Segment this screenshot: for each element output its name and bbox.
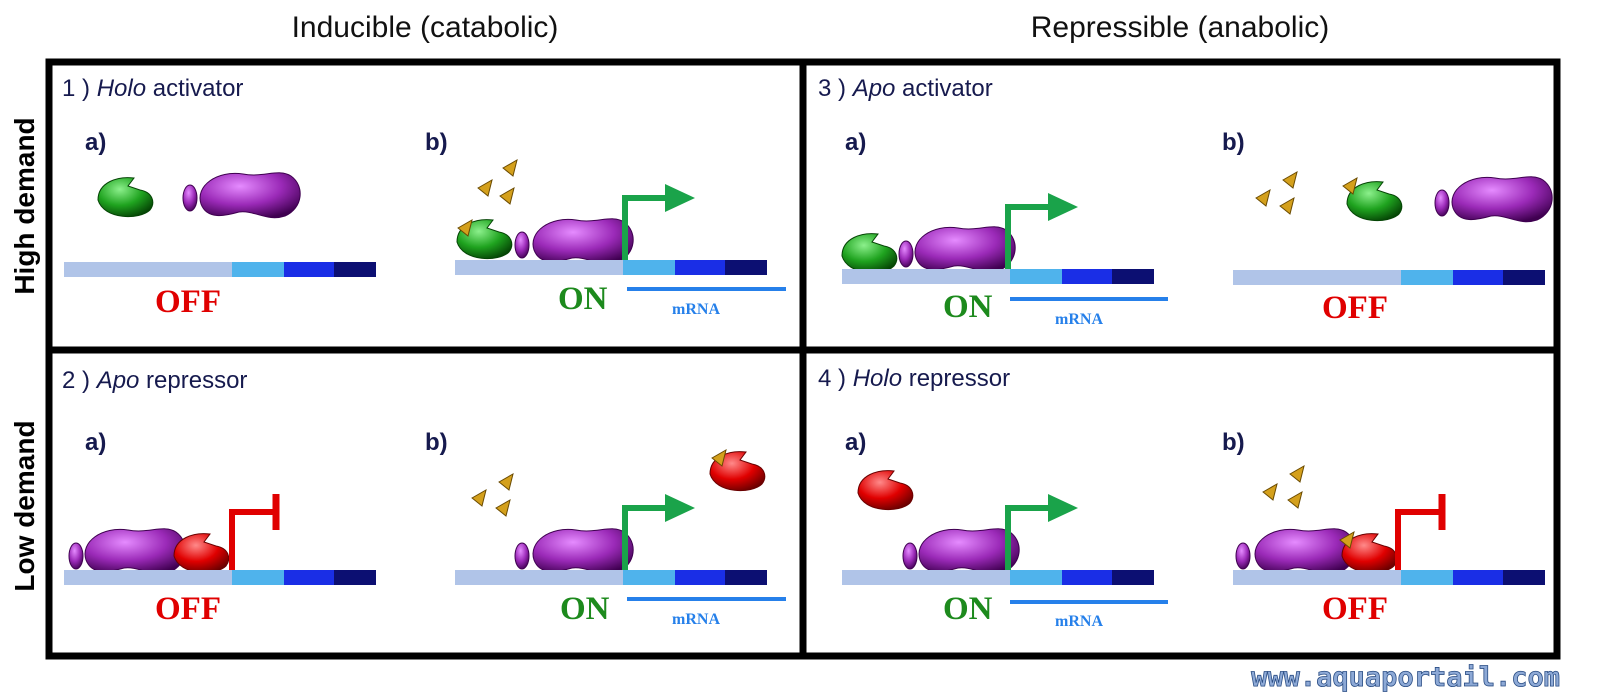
panel-2-a-state: OFF — [155, 591, 221, 627]
activator-purple-protein — [1451, 176, 1553, 223]
transcription-arrow-icon — [625, 184, 695, 260]
panel-3-a-mrna: mRNA — [1055, 311, 1103, 328]
ligand-triangle — [498, 473, 514, 491]
activator-binding-domain — [902, 542, 918, 570]
repressor-red-protein — [173, 533, 230, 574]
panel-2-label-a: a) — [85, 429, 106, 456]
ligand-triangle — [471, 489, 487, 507]
activator-purple-protein — [532, 528, 634, 575]
activator-purple-protein — [1254, 528, 1356, 575]
dna-strand — [64, 262, 376, 277]
activator-purple-protein — [914, 226, 1016, 273]
panel-4-a-mrna: mRNA — [1055, 613, 1103, 630]
activator-purple-protein — [84, 528, 186, 575]
column-header-repressible: Repressible (anabolic) — [1031, 11, 1329, 44]
watermark-text: www.aquaportail.com — [1251, 662, 1560, 693]
panel-2-b-state: ON — [560, 591, 610, 627]
dna-strand — [1233, 570, 1545, 585]
grid-frame — [45, 58, 1561, 660]
inducer-green-protein — [841, 233, 898, 274]
blocked-transcription-icon — [232, 494, 276, 570]
activator-purple-protein — [199, 172, 301, 219]
panel-1-label-b: b) — [425, 129, 448, 156]
ligand-triangle — [1279, 197, 1295, 215]
activator-binding-domain — [1434, 189, 1450, 217]
panel-2-title: 2 ) Apo repressor — [62, 367, 247, 394]
dna-strand — [1233, 270, 1545, 285]
panel-2-label-b: b) — [425, 429, 448, 456]
activator-binding-domain — [182, 184, 198, 212]
inducer-green-protein — [97, 177, 154, 218]
panel-2-apo-repressor: 2 ) Apo repressor a) b) OFF ON mRNA — [62, 367, 786, 628]
panel-3-title: 3 ) Apo activator — [818, 75, 993, 102]
panel-3-a-state: ON — [943, 289, 993, 325]
activator-binding-domain — [68, 542, 84, 570]
dna-strand — [64, 570, 376, 585]
panel-1-b-mrna: mRNA — [672, 301, 720, 318]
panel-1-label-a: a) — [85, 129, 106, 156]
panel-4-label-a: a) — [845, 429, 866, 456]
panel-2-b-mrna: mRNA — [672, 611, 720, 628]
activator-binding-domain — [1235, 542, 1251, 570]
ligand-triangle — [477, 179, 493, 197]
panel-4-holo-repressor: 4 ) Holo repressor a) b) ON mRNA OFF — [818, 365, 1545, 630]
panel-3-label-a: a) — [845, 129, 866, 156]
ligand-triangle — [502, 159, 518, 177]
transcription-arrow-icon — [625, 494, 695, 570]
ligand-triangle — [1287, 491, 1303, 509]
transcription-arrow-icon — [1008, 193, 1078, 269]
panel-4-a-state: ON — [943, 591, 993, 627]
row-header-high-demand: High demand — [9, 117, 40, 294]
activator-purple-protein — [918, 528, 1020, 575]
dna-strand — [842, 570, 1154, 585]
panel-3-b-state: OFF — [1322, 290, 1388, 326]
panel-3-apo-activator: 3 ) Apo activator a) b) ON mRNA OFF — [818, 75, 1553, 328]
row-header-low-demand: Low demand — [9, 420, 40, 591]
dna-strand — [842, 269, 1154, 284]
panel-1-b-state: ON — [558, 281, 608, 317]
inducer-green-protein — [1346, 181, 1403, 222]
ligand-triangle — [499, 187, 515, 205]
activator-binding-domain — [514, 231, 530, 259]
transcription-arrow-icon — [1008, 494, 1078, 570]
dna-strand — [455, 260, 767, 275]
blocked-transcription-icon — [1398, 494, 1442, 570]
ligand-triangle — [1282, 171, 1298, 189]
panel-4-label-b: b) — [1222, 429, 1245, 456]
dna-strand — [455, 570, 767, 585]
ligand-triangle — [1289, 465, 1305, 483]
panel-4-title: 4 ) Holo repressor — [818, 365, 1010, 392]
ligand-triangle — [495, 499, 511, 517]
ligand-triangle — [1262, 483, 1278, 501]
activator-binding-domain — [898, 240, 914, 268]
column-header-inducible: Inducible (catabolic) — [292, 11, 559, 44]
repressor-red-protein — [857, 470, 914, 511]
panel-1-holo-activator: 1 ) Holo activator a) b) OFF ON mRNA — [62, 75, 786, 320]
ligand-triangle — [1255, 189, 1271, 207]
panel-1-title: 1 ) Holo activator — [62, 75, 243, 102]
panel-1-a-state: OFF — [155, 284, 221, 320]
activator-binding-domain — [514, 542, 530, 570]
activator-purple-protein — [532, 218, 634, 265]
panel-3-label-b: b) — [1222, 129, 1245, 156]
panel-4-b-state: OFF — [1322, 591, 1388, 627]
